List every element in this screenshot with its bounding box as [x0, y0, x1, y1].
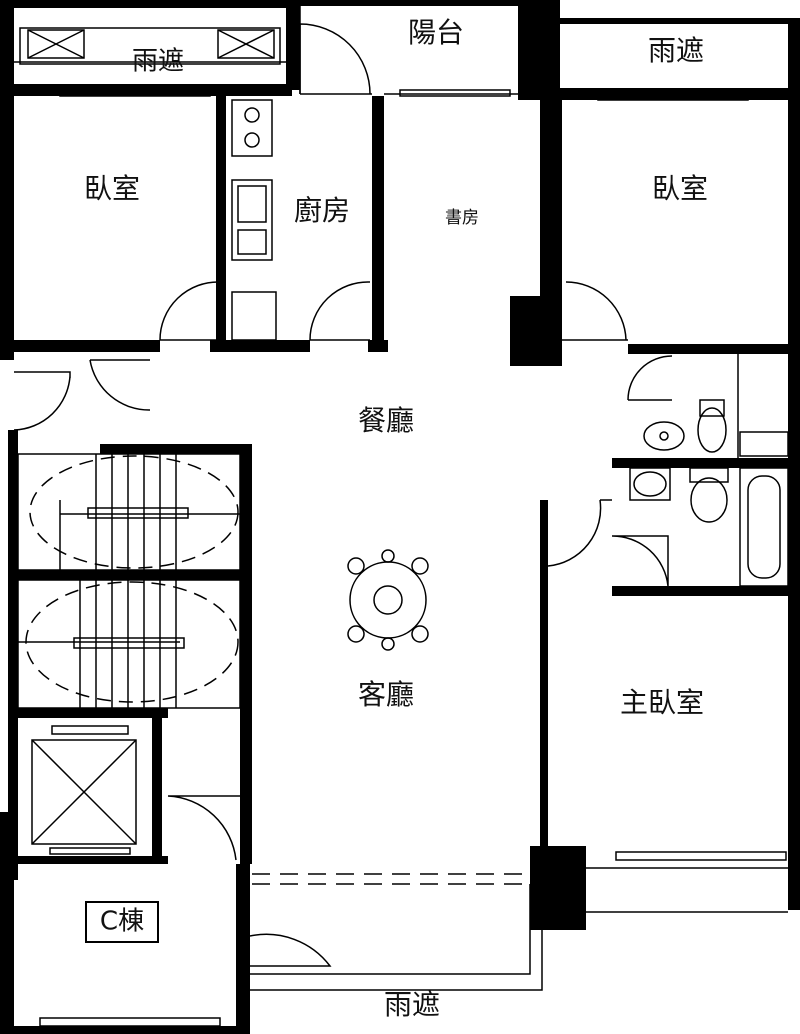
room-label-kitchen: 廚房: [294, 194, 350, 227]
thin-lines: [0, 6, 789, 1027]
building-tag: C棟: [100, 907, 144, 937]
room-label-dining: 餐廳: [358, 404, 414, 437]
stair-treads: [18, 454, 240, 708]
room-label-bedroom-left: 臥室: [84, 172, 140, 205]
room-label-canopy-top-left: 雨遮: [132, 47, 184, 77]
room-label-balcony: 陽台: [408, 16, 464, 49]
room-label-canopy-top-right: 雨遮: [648, 34, 704, 67]
room-label-canopy-bottom: 雨遮: [384, 988, 440, 1021]
room-label-master-bedroom: 主臥室: [620, 686, 704, 719]
room-label-bedroom-right: 臥室: [652, 172, 708, 205]
room-label-study: 書房: [445, 208, 479, 228]
room-label-living: 客廳: [358, 678, 414, 711]
